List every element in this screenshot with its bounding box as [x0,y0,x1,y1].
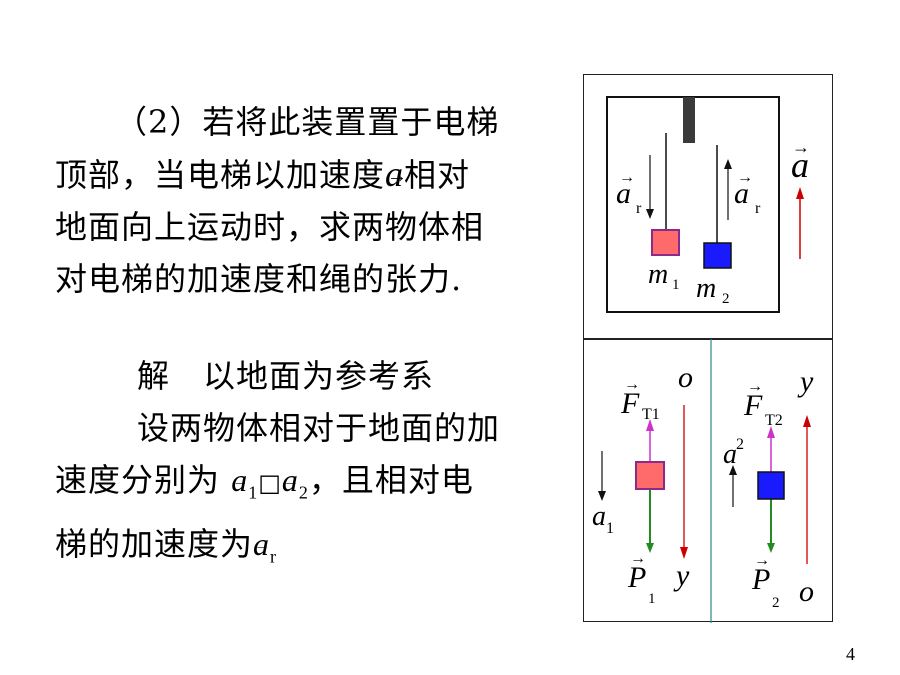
accel-symbol: a→ [385,154,409,194]
ar-left-sub: r [636,200,642,217]
box-glyph: □ [258,469,282,497]
axis-right-label: y [797,365,814,398]
m2-sub: 2 [722,291,730,307]
problem-text: （2）若将此装置置于电梯 顶部，当电梯以加速度a→相对 地面向上运动时，求两物体… [55,96,499,305]
tension-1-arrowhead [646,419,654,431]
a2-sub: 2 [736,436,744,453]
ar-left-arrowhead [646,209,654,219]
elevator-accel-arrowhead [796,187,804,199]
ar-left-vec: → [619,169,635,186]
axis-left-label: y [673,559,690,592]
fbd-diagram: F → T1 o a 1 P → 1 y F → T2 y a 2 P → 2 … [592,339,814,623]
axis-right-arrowhead [803,415,811,427]
weight-1-label: P [627,561,646,594]
elevator-panel: a → r a → r a → m 1 m 2 [583,74,833,340]
weight-2-sub: 2 [772,595,780,611]
origin-left-label: o [678,361,693,394]
solution-line-1: 解 以地面为参考系 [137,357,435,395]
tension-2-label: F [743,389,763,422]
solution-line-4: 梯的加速度为ar→ [55,525,278,567]
tension-1-label: F [620,387,640,420]
ar-left-label: a [616,177,631,210]
weight-1-vec: → [630,550,646,567]
solution-line-3: 速度分别为 a1→□a2→，且相对电 [55,461,474,503]
origin-right-label: o [799,575,814,608]
weight-1-arrowhead [646,543,654,553]
tension-2-sub: T2 [765,412,783,429]
m1-sub: 1 [672,277,680,293]
weight-2-label: P [751,563,770,596]
ar-right-vec: → [737,169,753,186]
solution-text: 解 以地面为参考系 设两物体相对于地面的加 速度分别为 a1→□a2→，且相对电… [55,350,500,583]
problem-line-3: 地面向上运动时，求两物体相 [55,208,485,246]
a1-symbol: a1→ [231,462,259,503]
elevator-diagram: a → r a → r a → m 1 m 2 [606,96,810,313]
problem-line-1: （2）若将此装置置于电梯 [115,103,500,141]
tension-2-arrowhead [767,426,775,438]
fbd-panel: F → T1 o a 1 P → 1 y F → T2 y a 2 P → 2 … [583,338,833,623]
mass-1-block [651,229,680,256]
elevator-accel-vec: → [792,137,810,157]
problem-line-2: 顶部，当电梯以加速度a→相对 [55,154,471,194]
a2-symbol: a2→ [281,462,309,503]
tension-1-vec: → [624,376,640,393]
problem-line-4: 对电梯的加速度和绳的张力. [55,260,463,298]
weight-1-sub: 1 [648,591,656,607]
mass-2-block [703,242,732,269]
a1-arrowhead [598,491,606,501]
weight-2-vec: → [754,552,770,569]
m2-label: m [696,273,716,304]
axis-left-arrowhead [680,547,688,559]
a2-label: a [723,439,737,470]
ar-symbol: ar→ [253,526,278,567]
pulley-mount [683,97,695,143]
ar-right-arrowhead [724,159,732,169]
fbd-mass-2 [757,471,785,500]
fbd-mass-1 [635,461,665,490]
m1-label: m [648,259,668,290]
solution-line-2: 设两物体相对于地面的加 [137,409,501,447]
tension-2-vec: → [747,378,763,395]
a2-arrowhead [729,465,737,475]
a1-label: a [592,501,606,532]
slide-number: 4 [846,644,855,664]
weight-2-arrowhead [767,543,775,553]
elevator-accel-label: a [791,145,809,185]
tension-1-sub: T1 [642,406,660,423]
ar-right-label: a [734,177,749,210]
a1-sub: 1 [606,520,614,537]
ar-right-sub: r [755,200,761,217]
